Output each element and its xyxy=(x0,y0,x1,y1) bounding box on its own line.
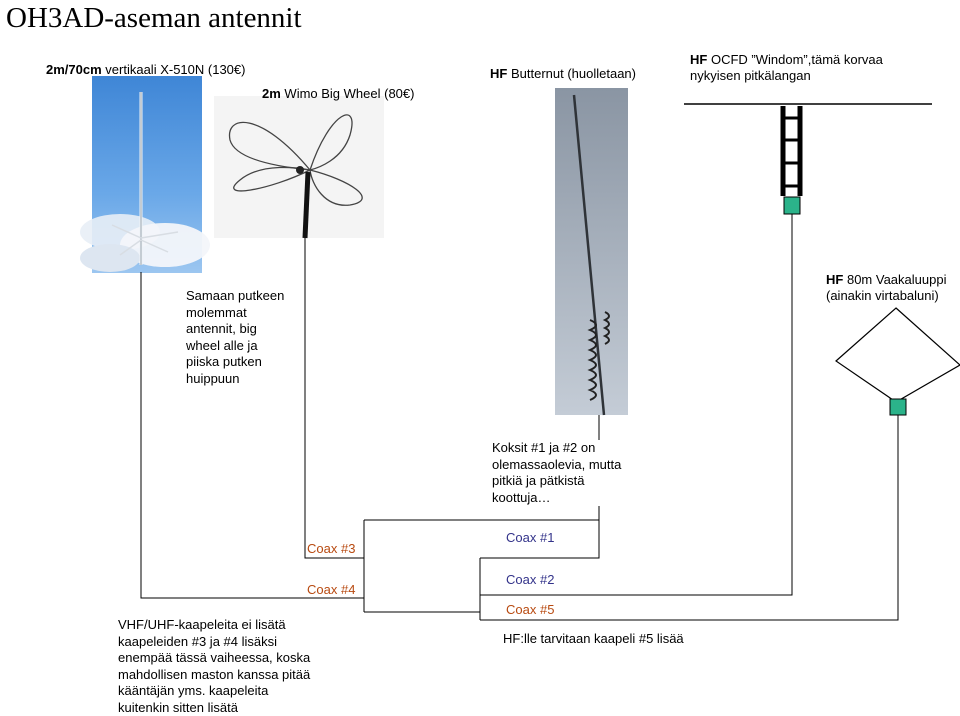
bigwheel-photo xyxy=(214,96,384,238)
windom-label: HF OCFD ”Windom”,tämä korvaa nykyisen pi… xyxy=(690,52,883,84)
mount-note-line: piiska putken xyxy=(186,354,284,371)
loop-antenna xyxy=(836,308,960,415)
loop-line1: 80m Vaakaluuppi xyxy=(847,272,947,287)
koksit-note-line: pitkiä ja pätkistä xyxy=(492,473,621,490)
hf5-note: HF:lle tarvitaan kaapeli #5 lisää xyxy=(503,631,684,647)
butternut-photo xyxy=(555,88,628,415)
bigwheel-band: 2m xyxy=(262,86,281,101)
vhf-note: VHF/UHF-kaapeleita ei lisätä kaapeleiden… xyxy=(118,617,310,716)
mount-note-line: molemmat xyxy=(186,305,284,322)
cable-wiring xyxy=(141,214,898,620)
bigwheel-label: 2m Wimo Big Wheel (80€) xyxy=(262,86,414,102)
vertical-antenna-photo xyxy=(80,76,210,273)
coax-4-label: Coax #4 xyxy=(307,582,355,597)
koksit-note-line: koottuja… xyxy=(492,490,621,507)
vhf-note-line: kaapeleiden #3 ja #4 lisäksi xyxy=(118,634,310,651)
windom-balun xyxy=(784,197,800,214)
butternut-band: HF xyxy=(490,66,507,81)
windom-line2: nykyisen pitkälangan xyxy=(690,68,883,84)
coax-1-label: Coax #1 xyxy=(506,530,554,545)
windom-band: HF xyxy=(690,52,707,67)
loop-band: HF xyxy=(826,272,843,287)
koksit-note-line: olemassaolevia, mutta xyxy=(492,457,621,474)
vhf-note-line: mahdollisen maston kanssa pitää xyxy=(118,667,310,684)
vertical-band: 2m/70cm xyxy=(46,62,102,77)
mount-note-line: huippuun xyxy=(186,371,284,388)
mount-note: Samaan putkeen molemmat antennit, big wh… xyxy=(186,288,284,387)
mount-note-line: wheel alle ja xyxy=(186,338,284,355)
mount-note-line: antennit, big xyxy=(186,321,284,338)
vhf-note-line: kuitenkin sitten lisätä xyxy=(118,700,310,716)
vhf-note-line: VHF/UHF-kaapeleita ei lisätä xyxy=(118,617,310,634)
loop-line2: (ainakin virtabaluni) xyxy=(826,288,946,304)
coax-5-label: Coax #5 xyxy=(506,602,554,617)
bigwheel-desc: Wimo Big Wheel (80€) xyxy=(284,86,414,101)
koksit-note: Koksit #1 ja #2 on olemassaolevia, mutta… xyxy=(492,440,621,506)
windom-antenna xyxy=(684,104,932,214)
coax-3-label: Coax #3 xyxy=(307,541,355,556)
loop-balun xyxy=(890,399,906,415)
koksit-note-line: Koksit #1 ja #2 on xyxy=(492,440,621,457)
butternut-label: HF Butternut (huolletaan) xyxy=(490,66,636,82)
vhf-note-line: kääntäjän yms. kaapeleita xyxy=(118,683,310,700)
mount-note-line: Samaan putkeen xyxy=(186,288,284,305)
butternut-desc: Butternut (huolletaan) xyxy=(511,66,636,81)
loop-label: HF 80m Vaakaluuppi (ainakin virtabaluni) xyxy=(826,272,946,304)
vertical-desc: vertikaali X-510N (130€) xyxy=(105,62,245,77)
windom-line1: OCFD ”Windom”,tämä korvaa xyxy=(711,52,883,67)
vhf-note-line: enempää tässä vaiheessa, koska xyxy=(118,650,310,667)
coax-2-label: Coax #2 xyxy=(506,572,554,587)
vertical-antenna-label: 2m/70cm vertikaali X-510N (130€) xyxy=(46,62,245,78)
